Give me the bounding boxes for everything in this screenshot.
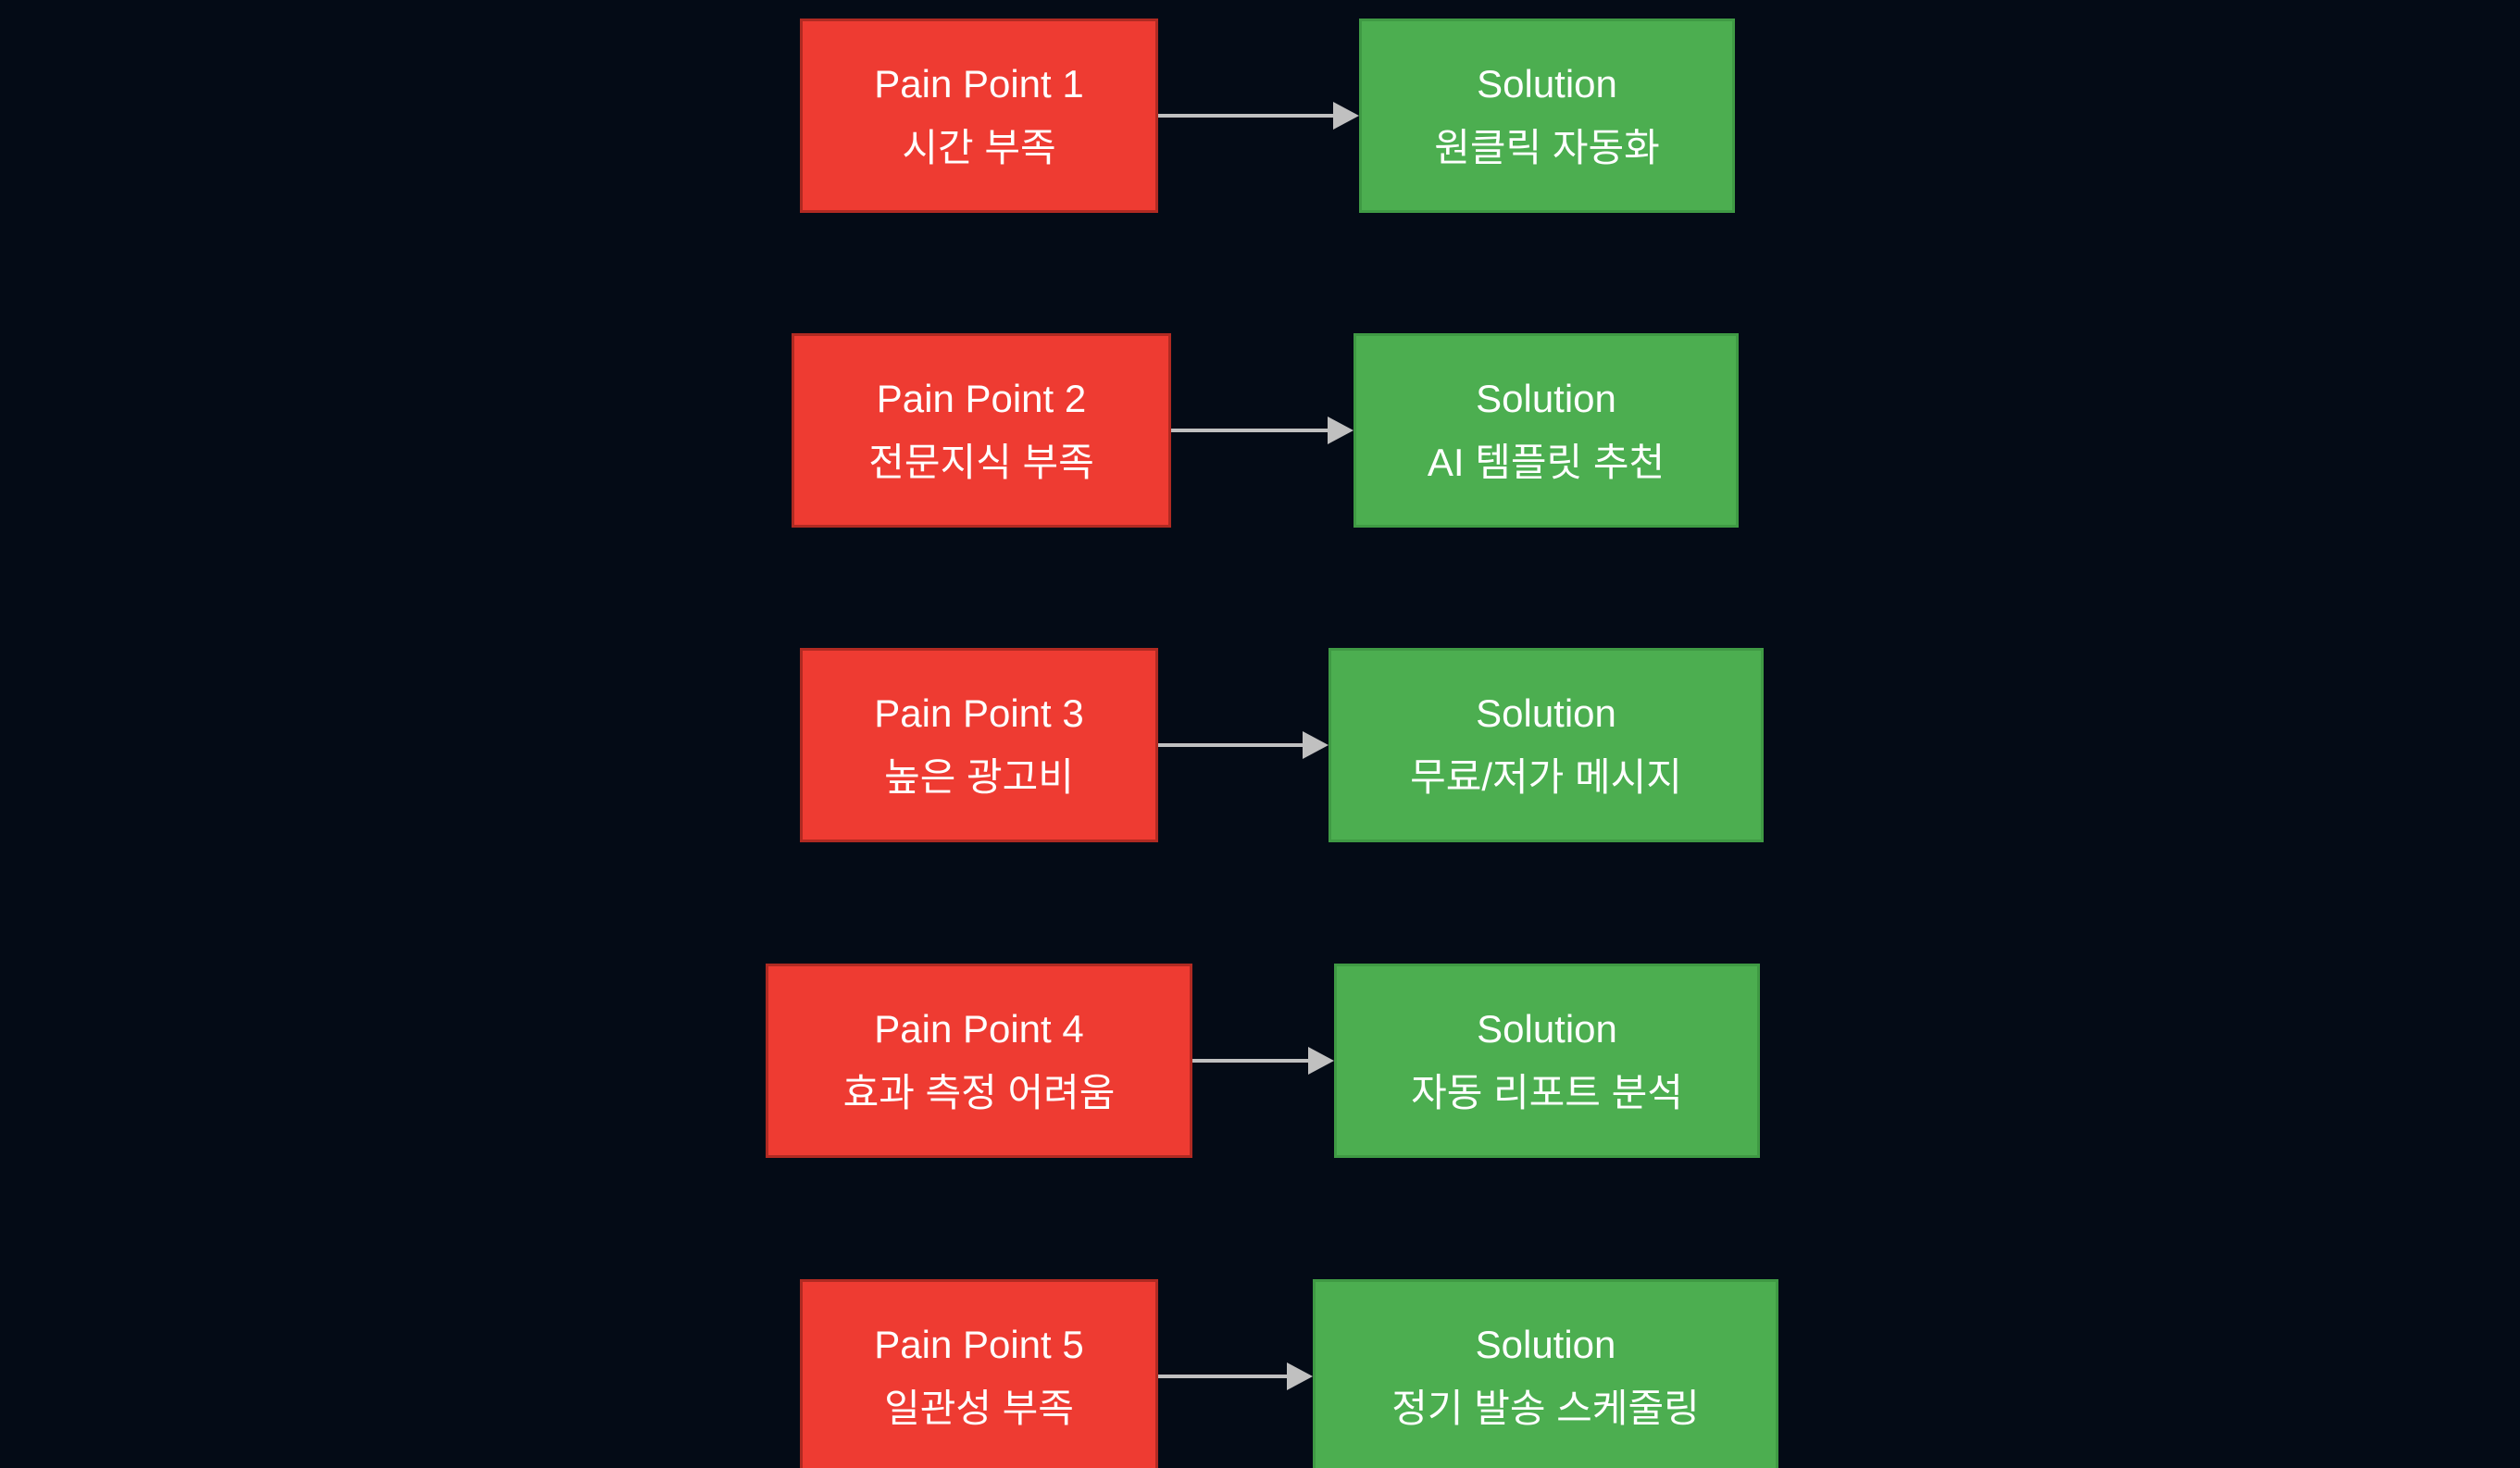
pain-point-3-title: Pain Point 3 (874, 690, 1084, 735)
pain-point-2-title: Pain Point 2 (876, 376, 1087, 420)
solution-1-box: Solution 원클릭 자동화 (1359, 19, 1735, 213)
solution-3-title: Solution (1476, 690, 1616, 735)
solution-5-box: Solution 정기 발송 스케줄링 (1313, 1279, 1778, 1468)
arrow-right-icon (1171, 417, 1354, 444)
arrow-shaft (1158, 114, 1333, 118)
arrow-head (1333, 102, 1359, 130)
arrow-shaft (1192, 1059, 1308, 1063)
solution-5-title: Solution (1475, 1322, 1616, 1366)
pain-point-5-subtitle: 일관성 부족 (884, 1387, 1074, 1430)
pain-point-5-box: Pain Point 5 일관성 부족 (800, 1279, 1158, 1468)
arrow-right-icon (1158, 102, 1359, 130)
pain-point-4-title: Pain Point 4 (874, 1006, 1084, 1051)
pain-point-3-subtitle: 높은 광고비 (884, 755, 1074, 799)
pain-point-1-box: Pain Point 1 시간 부족 (800, 19, 1158, 213)
solution-2-subtitle: AI 템플릿 추천 (1427, 441, 1665, 484)
pain-point-3-box: Pain Point 3 높은 광고비 (800, 648, 1158, 842)
solution-4-subtitle: 자동 리포트 분석 (1411, 1071, 1683, 1114)
arrow-right-icon (1158, 1362, 1313, 1390)
arrow-head (1287, 1362, 1313, 1390)
arrow-right-icon (1158, 731, 1329, 759)
arrow-head (1303, 731, 1329, 759)
arrow-right-icon (1192, 1047, 1334, 1075)
arrow-shaft (1158, 1375, 1287, 1378)
arrow-shaft (1171, 429, 1328, 432)
solution-4-title: Solution (1477, 1006, 1617, 1051)
pain-point-2-subtitle: 전문지식 부족 (868, 441, 1094, 484)
arrow-head (1328, 417, 1354, 444)
arrow-head (1308, 1047, 1334, 1075)
pain-point-1-title: Pain Point 1 (874, 61, 1084, 106)
solution-2-title: Solution (1476, 376, 1616, 420)
solution-3-box: Solution 무료/저가 메시지 (1329, 648, 1764, 842)
pain-point-4-box: Pain Point 4 효과 측정 어려움 (766, 964, 1192, 1158)
solution-3-subtitle: 무료/저가 메시지 (1410, 755, 1682, 799)
pain-point-5-title: Pain Point 5 (874, 1322, 1084, 1366)
solution-1-title: Solution (1477, 61, 1617, 106)
pain-point-1-subtitle: 시간 부족 (902, 126, 1056, 169)
solution-5-subtitle: 정기 발송 스케줄링 (1391, 1387, 1700, 1430)
arrow-shaft (1158, 743, 1303, 747)
pain-point-2-box: Pain Point 2 전문지식 부족 (792, 333, 1171, 528)
solution-2-box: Solution AI 템플릿 추천 (1354, 333, 1739, 528)
solution-1-subtitle: 원클릭 자동화 (1434, 126, 1660, 169)
pain-point-4-subtitle: 효과 측정 어려움 (842, 1071, 1116, 1114)
solution-4-box: Solution 자동 리포트 분석 (1334, 964, 1760, 1158)
